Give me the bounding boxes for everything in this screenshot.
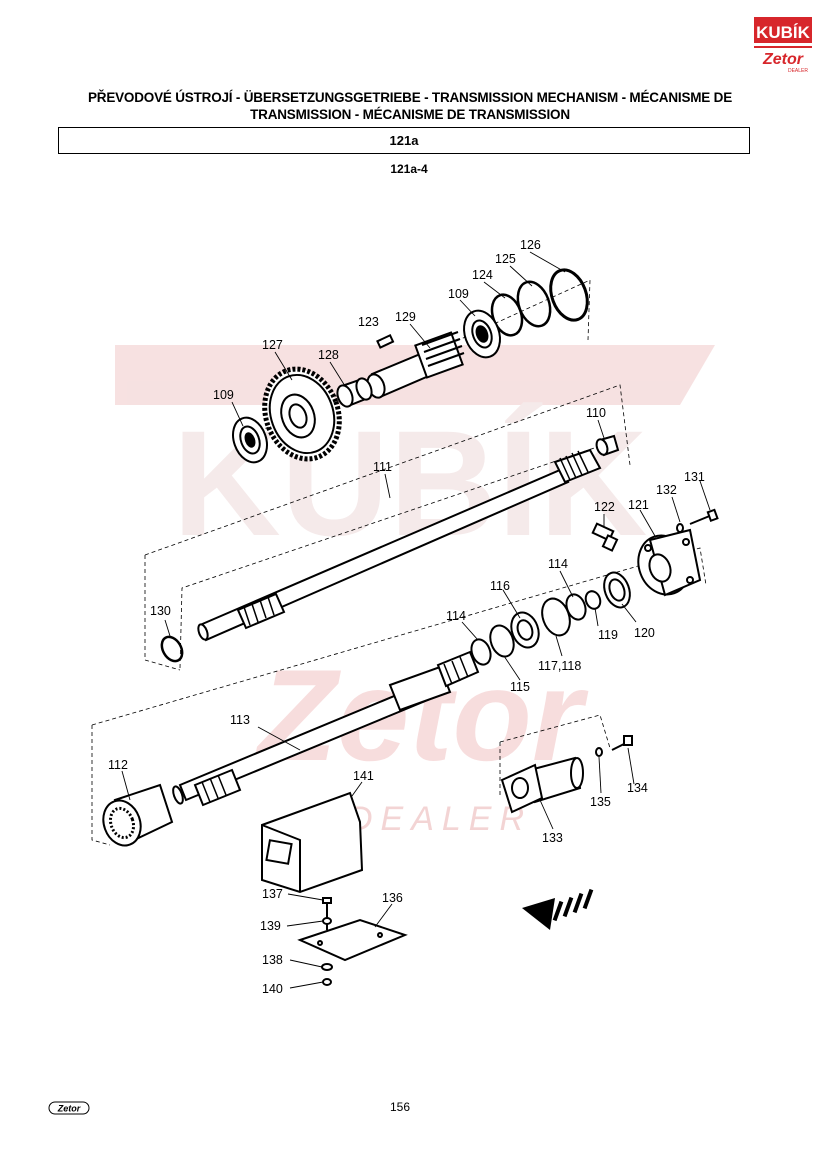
part-bolt-137	[322, 897, 332, 930]
part-shaft-113	[172, 650, 480, 807]
part-housing-121	[637, 528, 702, 597]
callout-140: 140	[262, 982, 283, 996]
direction-arrow	[522, 888, 594, 930]
callout-112: 112	[108, 758, 128, 772]
callout-138: 138	[262, 953, 283, 967]
callout-122: 122	[594, 500, 615, 514]
callout-139: 139	[260, 919, 281, 933]
subgroup-number: 121a-4	[390, 162, 428, 176]
part-ring-119	[584, 590, 602, 610]
part-fitting-122	[591, 522, 619, 552]
callout-135: 135	[590, 795, 611, 809]
part-washer-138	[321, 963, 333, 971]
callout-123: 123	[358, 315, 379, 329]
callout-109-upper: 109	[448, 287, 469, 301]
callout-127: 127	[262, 338, 283, 352]
logo-text-dealer: DEALER	[788, 68, 808, 74]
part-bushing-128	[336, 377, 373, 408]
title-line-2: TRANSMISSION - MÉCANISME DE TRANSMISSION	[250, 107, 570, 122]
callout-121: 121	[628, 498, 649, 512]
part-ring-130	[160, 635, 184, 663]
callout-113: 113	[230, 713, 250, 727]
callout-136: 136	[382, 891, 403, 905]
part-bearing-116	[510, 611, 540, 649]
part-nut-140	[322, 978, 332, 986]
part-washer-139	[322, 917, 332, 925]
part-seal-120	[603, 571, 631, 609]
callout-137: 137	[262, 887, 283, 901]
callout-114-lower: 114	[446, 609, 466, 623]
part-bearing-lower	[232, 416, 268, 464]
logo-text-kubik: KUBÍK	[756, 23, 811, 42]
callout-132: 132	[656, 483, 677, 497]
title-line-1: PŘEVODOVÉ ÚSTROJÍ - ÜBERSETZUNGSGETRIEBE…	[87, 90, 733, 105]
page-title: PŘEVODOVÉ ÚSTROJÍ - ÜBERSETZUNGSGETRIEBE…	[40, 89, 780, 123]
callout-129: 129	[395, 310, 416, 324]
part-shaft-111	[197, 448, 602, 642]
part-coupling-112	[102, 783, 174, 847]
part-ring-114-lower	[470, 638, 492, 666]
group-number: 121a	[389, 133, 419, 148]
callout-133: 133	[542, 831, 563, 845]
leader-lines	[121, 251, 711, 989]
callout-119: 119	[598, 628, 618, 642]
page-number: 156	[389, 1100, 411, 1114]
callout-110: 110	[586, 406, 606, 420]
callout-115: 115	[510, 680, 530, 694]
part-bolt-134	[611, 735, 633, 751]
callout-labels: 126 125 124 109 129 123 127 128 109 110 …	[108, 238, 705, 996]
callout-130: 130	[150, 604, 171, 618]
callout-134: 134	[627, 781, 648, 795]
watermark-text-dealer: DEALER	[348, 800, 532, 838]
part-snap-rings	[490, 268, 589, 337]
footer-logo-text: Zetor	[57, 1104, 81, 1114]
watermark-text-zetor: Zetor	[254, 642, 589, 788]
callout-111: 111	[373, 460, 392, 474]
callout-117-118: 117,118	[538, 659, 581, 673]
part-cover-141	[261, 791, 364, 894]
callout-126: 126	[520, 238, 541, 252]
part-washer-132	[676, 523, 684, 533]
callout-131: 131	[684, 470, 705, 484]
part-bracket-136	[297, 918, 408, 962]
part-gear-127	[262, 366, 342, 462]
part-washer-135	[595, 747, 603, 757]
part-ring-115	[489, 624, 515, 658]
part-key-123	[376, 333, 395, 349]
group-number-box: 121a	[58, 127, 750, 154]
callout-120: 120	[634, 626, 655, 640]
callout-116: 116	[490, 579, 510, 593]
part-bearing-upper	[463, 309, 501, 359]
logo-text-zetor: Zetor	[762, 51, 804, 68]
brand-logo: KUBÍK Zetor DEALER	[754, 17, 812, 74]
callout-124: 124	[472, 268, 493, 282]
callout-141: 141	[353, 769, 374, 783]
callout-109-lower: 109	[213, 388, 234, 402]
part-bushing-110	[595, 434, 620, 457]
part-bolt-131	[689, 508, 719, 525]
footer-logo: Zetor	[48, 1101, 90, 1115]
callout-128: 128	[318, 348, 339, 362]
callout-125: 125	[495, 252, 516, 266]
part-flange-133	[500, 756, 584, 814]
part-ring-117-118	[541, 597, 571, 637]
callout-114-upper: 114	[548, 557, 568, 571]
